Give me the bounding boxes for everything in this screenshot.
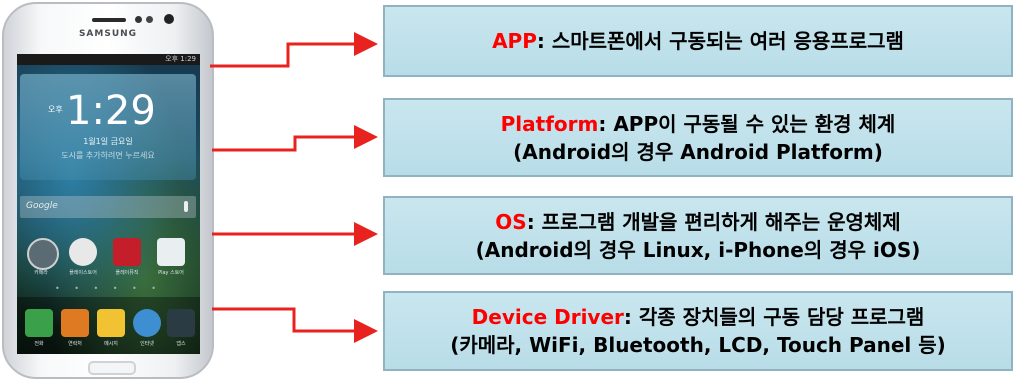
clock-time: 1:29 bbox=[66, 88, 156, 134]
dock-label: 연락처 bbox=[68, 341, 82, 347]
layer-box-device-driver: Device Driver: 각종 장치들의 구동 담당 프로그램 (카메라, … bbox=[383, 291, 1013, 371]
speaker-grille bbox=[92, 18, 126, 22]
box-keyword: OS bbox=[495, 209, 527, 234]
app-icon bbox=[69, 238, 97, 266]
dock-label: 메시지 bbox=[104, 341, 118, 347]
box-keyword: APP bbox=[492, 29, 537, 53]
arrow-app bbox=[210, 32, 378, 68]
box-line2: (Android의 경우 Linux, i-Phone의 경우 iOS) bbox=[475, 237, 921, 262]
layer-box-app: APP: 스마트폰에서 구동되는 여러 응용프로그램 bbox=[383, 5, 1013, 77]
box-description: : 스마트폰에서 구동되는 여러 응용프로그램 bbox=[536, 29, 904, 53]
message-icon bbox=[97, 309, 125, 337]
google-search-bar: Google bbox=[20, 196, 196, 218]
sensor-icon bbox=[146, 16, 153, 23]
smartphone-illustration: SAMSUNG 오후 1:29 오후 1:29 1월1일 금요일 도시를 추가하… bbox=[2, 2, 214, 379]
box-line1: APP: 스마트폰에서 구동되는 여러 응용프로그램 bbox=[385, 27, 1011, 55]
status-bar: 오후 1:29 bbox=[17, 54, 200, 65]
box-description: : 프로그램 개발을 편리하게 해주는 운영체제 bbox=[526, 209, 901, 234]
sensor-icon bbox=[135, 16, 142, 23]
box-line1: Platform: APP이 구동될 수 있는 환경 체계 bbox=[385, 110, 1011, 138]
internet-icon bbox=[133, 309, 161, 337]
front-camera-icon bbox=[164, 14, 174, 24]
search-label: Google bbox=[26, 201, 58, 211]
arrow-device-driver bbox=[212, 307, 378, 343]
mic-icon bbox=[184, 201, 188, 212]
layer-box-platform: Platform: APP이 구동될 수 있는 환경 체계 (Android의 … bbox=[383, 98, 1013, 177]
box-keyword: Device Driver bbox=[471, 305, 624, 329]
phone-brand: SAMSUNG bbox=[78, 29, 138, 39]
clock-ampm: 오후 bbox=[48, 105, 63, 114]
page-indicator: • • • • • • bbox=[54, 284, 163, 293]
box-line2: (카메라, WiFi, Bluetooth, LCD, Touch Panel … bbox=[450, 333, 946, 357]
arrow-platform bbox=[212, 125, 378, 152]
contacts-icon bbox=[61, 309, 89, 337]
box-line1: OS: 프로그램 개발을 편리하게 해주는 운영체제 bbox=[385, 208, 1011, 236]
dock-label: 인터넷 bbox=[140, 341, 154, 347]
box-line2: (Android의 경우 Android Platform) bbox=[513, 139, 883, 164]
dock: 전화 연락처 메시지 인터넷 앱스 bbox=[17, 297, 200, 354]
play-store-icon bbox=[157, 238, 185, 266]
clock-weather: 도시를 추가하려면 누르세요 bbox=[61, 151, 155, 160]
home-button bbox=[88, 361, 136, 375]
box-line1: Device Driver: 각종 장치들의 구동 담당 프로그램 bbox=[385, 303, 1011, 331]
camera-icon bbox=[27, 238, 59, 270]
dock-label: 앱스 bbox=[176, 341, 186, 347]
app-label: 플레이스토어 bbox=[69, 270, 97, 276]
app-label: 카메라 bbox=[34, 270, 48, 276]
app-label: 플레이뮤직 bbox=[115, 270, 139, 276]
phone-screen: 오후 1:29 오후 1:29 1월1일 금요일 도시를 추가하려면 누르세요 … bbox=[17, 54, 200, 354]
box-description: : APP이 구동될 수 있는 환경 체계 bbox=[598, 111, 896, 136]
layer-box-os: OS: 프로그램 개발을 편리하게 해주는 운영체제 (Android의 경우 … bbox=[383, 196, 1013, 275]
clock-date: 1월1일 금요일 bbox=[83, 137, 133, 146]
app-icon bbox=[113, 238, 141, 266]
app-label: Play 스토어 bbox=[158, 270, 184, 276]
dock-label: 전화 bbox=[34, 341, 44, 347]
phone-icon bbox=[25, 309, 53, 337]
clock-widget: 오후 1:29 1월1일 금요일 도시를 추가하려면 누르세요 bbox=[20, 74, 196, 180]
box-description: : 각종 장치들의 구동 담당 프로그램 bbox=[623, 305, 925, 329]
box-keyword: Platform bbox=[500, 111, 599, 136]
apps-grid-icon bbox=[167, 309, 195, 337]
